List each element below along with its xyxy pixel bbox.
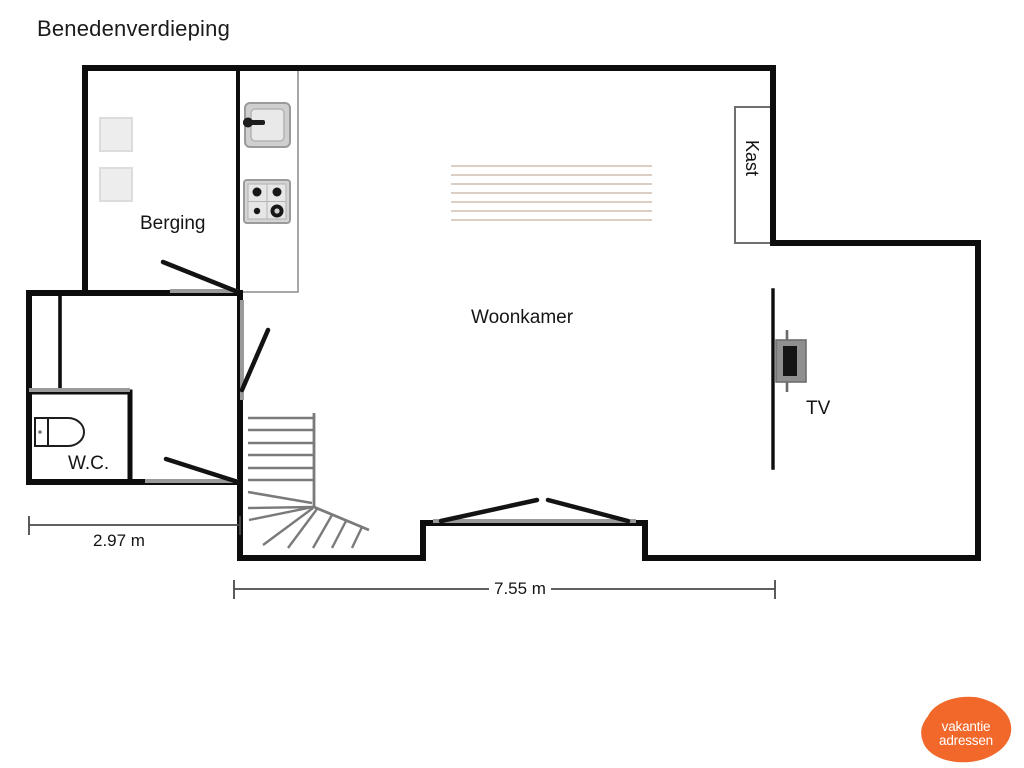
page-title: Benedenverdieping: [37, 16, 230, 41]
room-label-tv: TV: [806, 398, 831, 419]
cabinet-dining: [347, 138, 382, 253]
staircase: [247, 413, 370, 549]
logo-text-line1: vakantie: [941, 719, 991, 734]
door-thresholds: [29, 289, 636, 523]
appliance-washer: [99, 117, 133, 152]
kitchen-counter: [237, 69, 299, 293]
room-label-berging: Berging: [140, 213, 206, 234]
dimension-line-left: [28, 516, 241, 535]
tv-unit: [775, 330, 807, 392]
door-leaves: [160, 259, 631, 524]
stove-fixture: [243, 179, 291, 224]
corner-sofa-right: [771, 241, 980, 458]
room-label-woonkamer: Woonkamer: [471, 307, 574, 328]
logo-blob-icon: [921, 696, 1012, 763]
room-label-wc: W.C.: [68, 453, 110, 474]
cabinet-kast: [734, 106, 774, 244]
sink-fixture: [243, 102, 291, 148]
vakantieadressen-logo[interactable]: vakantie adressen: [918, 694, 1014, 764]
dining-table: [433, 140, 670, 244]
room-label-kast: Kast: [742, 140, 762, 177]
logo-text-line2: adressen: [939, 733, 993, 748]
dimension-label-bottom: 7.55 m: [489, 579, 551, 599]
toilet-fixture: [34, 417, 85, 447]
dimension-label-left: 2.97 m: [88, 531, 150, 551]
corner-sofa-center: [401, 363, 628, 468]
appliance-dryer: [99, 167, 133, 202]
